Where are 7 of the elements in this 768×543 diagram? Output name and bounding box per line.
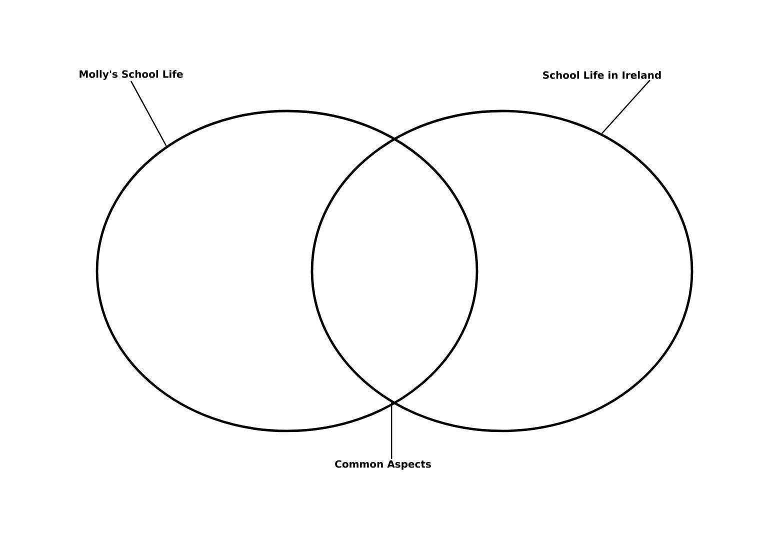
leader-line	[601, 80, 650, 134]
label-text: Molly's School Life	[80, 70, 183, 80]
leader-line	[130, 80, 167, 146]
venn-ellipse	[310, 110, 694, 432]
label-text: Common Aspects	[335, 460, 431, 470]
venn-ellipse	[96, 110, 478, 432]
label-text: School Life in Ireland	[543, 71, 661, 79]
